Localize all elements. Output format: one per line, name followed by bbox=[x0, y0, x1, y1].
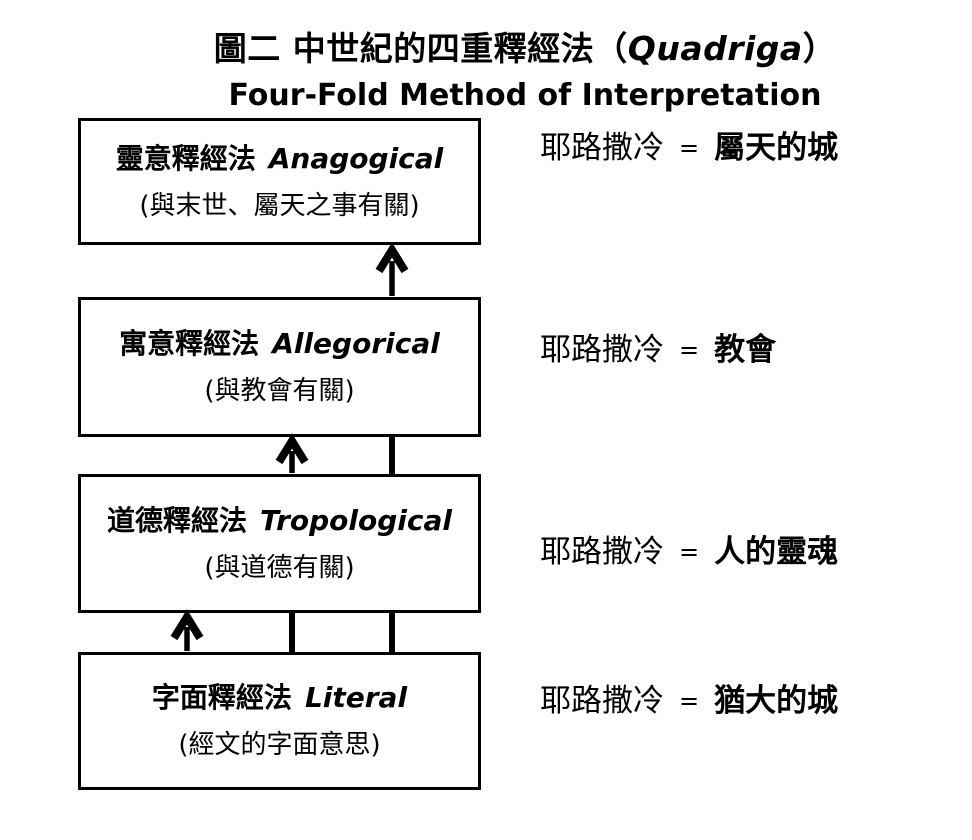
equation-meaning: 屬天的城 bbox=[714, 130, 839, 166]
equals-sign: = bbox=[679, 336, 700, 364]
equation-allegorical: 耶路撒冷 = 教會 bbox=[540, 328, 776, 372]
equation-meaning: 人的靈魂 bbox=[714, 534, 839, 570]
box-label-zh: 字面釋經法 bbox=[151, 681, 292, 715]
box-tropological: 道德釋經法 Tropological (與道德有關) bbox=[78, 474, 481, 613]
arrow-tropological-to-allegorical bbox=[275, 433, 309, 473]
equation-tropological: 耶路撒冷 = 人的靈魂 bbox=[540, 530, 838, 574]
box-label-zh: 靈意釋經法 bbox=[115, 141, 256, 175]
equation-meaning: 猶大的城 bbox=[714, 683, 839, 719]
box-label-en: Literal bbox=[304, 681, 408, 715]
box-label-en: Anagogical bbox=[268, 141, 444, 175]
equation-subject: 耶路撒冷 bbox=[540, 130, 664, 166]
box-note: (與末世、屬天之事有關) bbox=[139, 190, 420, 221]
equals-sign: = bbox=[679, 538, 700, 566]
box-note: (與教會有關) bbox=[204, 376, 355, 407]
diagram-subtitle: Four-Fold Method of Interpretation bbox=[228, 78, 822, 113]
box-title: 靈意釋經法 Anagogical bbox=[115, 141, 444, 175]
box-anagogical: 靈意釋經法 Anagogical (與末世、屬天之事有關) bbox=[78, 118, 481, 245]
box-title: 道德釋經法 Tropological bbox=[107, 503, 452, 537]
box-title: 寓意釋經法 Allegorical bbox=[119, 328, 440, 360]
equation-subject: 耶路撒冷 bbox=[540, 534, 664, 570]
title-latin-term: Quadriga bbox=[627, 29, 803, 68]
arrow-allegorical-to-anagogical bbox=[375, 242, 409, 296]
equation-literal: 耶路撒冷 = 猶大的城 bbox=[540, 679, 838, 723]
box-note: (與道德有關) bbox=[204, 552, 355, 583]
equals-sign: = bbox=[679, 134, 700, 162]
equation-subject: 耶路撒冷 bbox=[540, 683, 664, 719]
title-prefix: 圖二 中世紀的四重釋經法（ bbox=[213, 29, 628, 68]
box-label-en: Allegorical bbox=[272, 327, 440, 361]
box-allegorical: 寓意釋經法 Allegorical (與教會有關) bbox=[78, 297, 481, 437]
equation-anagogical: 耶路撒冷 = 屬天的城 bbox=[540, 126, 838, 170]
diagram-title: 圖二 中世紀的四重釋經法（Quadriga） bbox=[78, 22, 972, 70]
box-note: (經文的字面意思) bbox=[178, 730, 381, 761]
box-title: 字面釋經法 Literal bbox=[152, 682, 407, 714]
box-literal: 字面釋經法 Literal (經文的字面意思) bbox=[78, 652, 481, 790]
equals-sign: = bbox=[679, 687, 700, 715]
arrow-literal-to-tropological bbox=[170, 609, 204, 651]
equation-meaning: 教會 bbox=[714, 332, 777, 368]
equation-subject: 耶路撒冷 bbox=[540, 332, 664, 368]
box-label-en: Tropological bbox=[260, 503, 452, 537]
box-label-zh: 道德釋經法 bbox=[107, 503, 248, 537]
title-suffix: ） bbox=[802, 29, 837, 68]
box-label-zh: 寓意釋經法 bbox=[119, 327, 260, 361]
